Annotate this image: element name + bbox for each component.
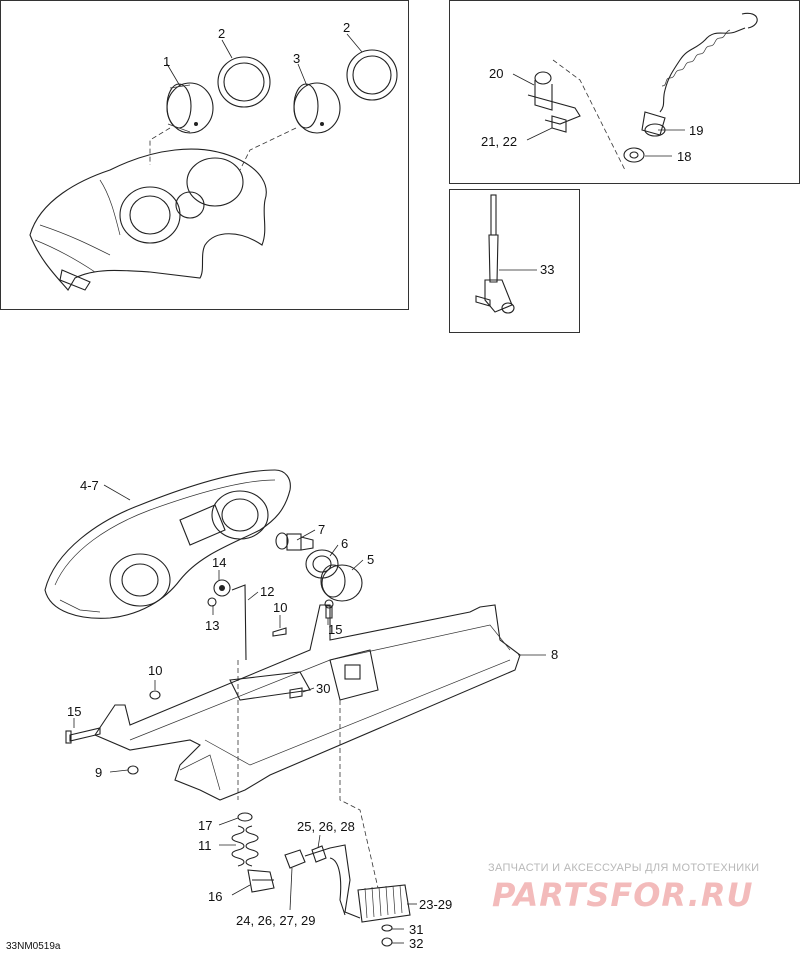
gauge-ring-3 — [293, 82, 341, 134]
callout-2a: 2 — [218, 26, 226, 41]
callout-32: 32 — [409, 936, 424, 951]
spring-11 — [231, 825, 259, 867]
screw-10a — [272, 627, 287, 637]
callout-8: 8 — [551, 647, 559, 662]
diagram-code: 33NM0519a — [6, 941, 61, 952]
tether-cord-19 — [623, 12, 758, 163]
callout-18: 18 — [677, 149, 692, 164]
gauge-bezel-2a — [217, 56, 271, 108]
nut-13 — [207, 597, 217, 607]
gauge-ring-1 — [166, 82, 214, 134]
dash-cluster-housing — [29, 148, 267, 291]
callout-16: 16 — [208, 889, 223, 904]
top-left-panel — [0, 0, 409, 310]
callout-4-7: 4-7 — [80, 478, 99, 493]
screw-30 — [289, 687, 303, 699]
callout-24-26-27-29: 24, 26, 27, 29 — [236, 913, 316, 928]
callout-5: 5 — [367, 552, 375, 567]
callout-6: 6 — [341, 536, 349, 551]
nut-9 — [127, 765, 139, 775]
callout-10a: 10 — [273, 600, 288, 615]
callout-17: 17 — [198, 818, 213, 833]
callout-7: 7 — [318, 522, 326, 537]
callout-19: 19 — [689, 123, 704, 138]
bolt-15b — [65, 727, 101, 744]
rod-12 — [231, 584, 247, 800]
fastener-14 — [213, 579, 231, 597]
callout-11: 11 — [198, 838, 212, 853]
washer-31 — [381, 924, 393, 932]
retainer-6 — [305, 549, 339, 579]
callout-1: 1 — [163, 54, 171, 69]
leader-lines — [73, 33, 685, 944]
support-bracket-8 — [94, 604, 521, 801]
callout-13: 13 — [205, 618, 220, 633]
nut-32 — [381, 937, 393, 947]
regulator-23 — [357, 884, 411, 923]
callout-14: 14 — [212, 555, 227, 570]
callout-9: 9 — [95, 765, 103, 780]
watermark-subtitle: ЗАПЧАСТИ И АКСЕССУАРЫ ДЛЯ МОТОТЕХНИКИ — [488, 862, 760, 874]
callout-2b: 2 — [343, 20, 351, 35]
part-33-connector — [475, 194, 515, 314]
callout-23-29: 23-29 — [419, 897, 453, 912]
socket-cap-5 — [320, 564, 363, 602]
headlamp-housing — [44, 469, 291, 619]
ignition-switch-20 — [527, 71, 581, 133]
grommet-10b — [149, 690, 161, 700]
callout-15a: 15 — [328, 622, 343, 637]
washer-17 — [237, 812, 253, 822]
callout-30: 30 — [316, 681, 331, 696]
callout-21-22: 21, 22 — [481, 134, 518, 149]
callout-31: 31 — [409, 922, 424, 937]
callout-33: 33 — [540, 262, 555, 277]
callout-3: 3 — [293, 51, 301, 66]
callout-20: 20 — [489, 66, 504, 81]
screw-15a — [324, 599, 334, 619]
callout-10b: 10 — [148, 663, 163, 678]
knob-16 — [247, 869, 275, 893]
bulb-7 — [275, 532, 314, 551]
callout-15b: 15 — [67, 704, 82, 719]
callout-25-26-28: 25, 26, 28 — [297, 819, 355, 834]
callout-12: 12 — [260, 584, 275, 599]
watermark-brand: PARTSFOR.RU — [492, 876, 754, 914]
harness-24-29 — [284, 844, 361, 919]
gauge-bezel-2b — [346, 49, 398, 101]
middle-right-panel — [449, 189, 580, 333]
